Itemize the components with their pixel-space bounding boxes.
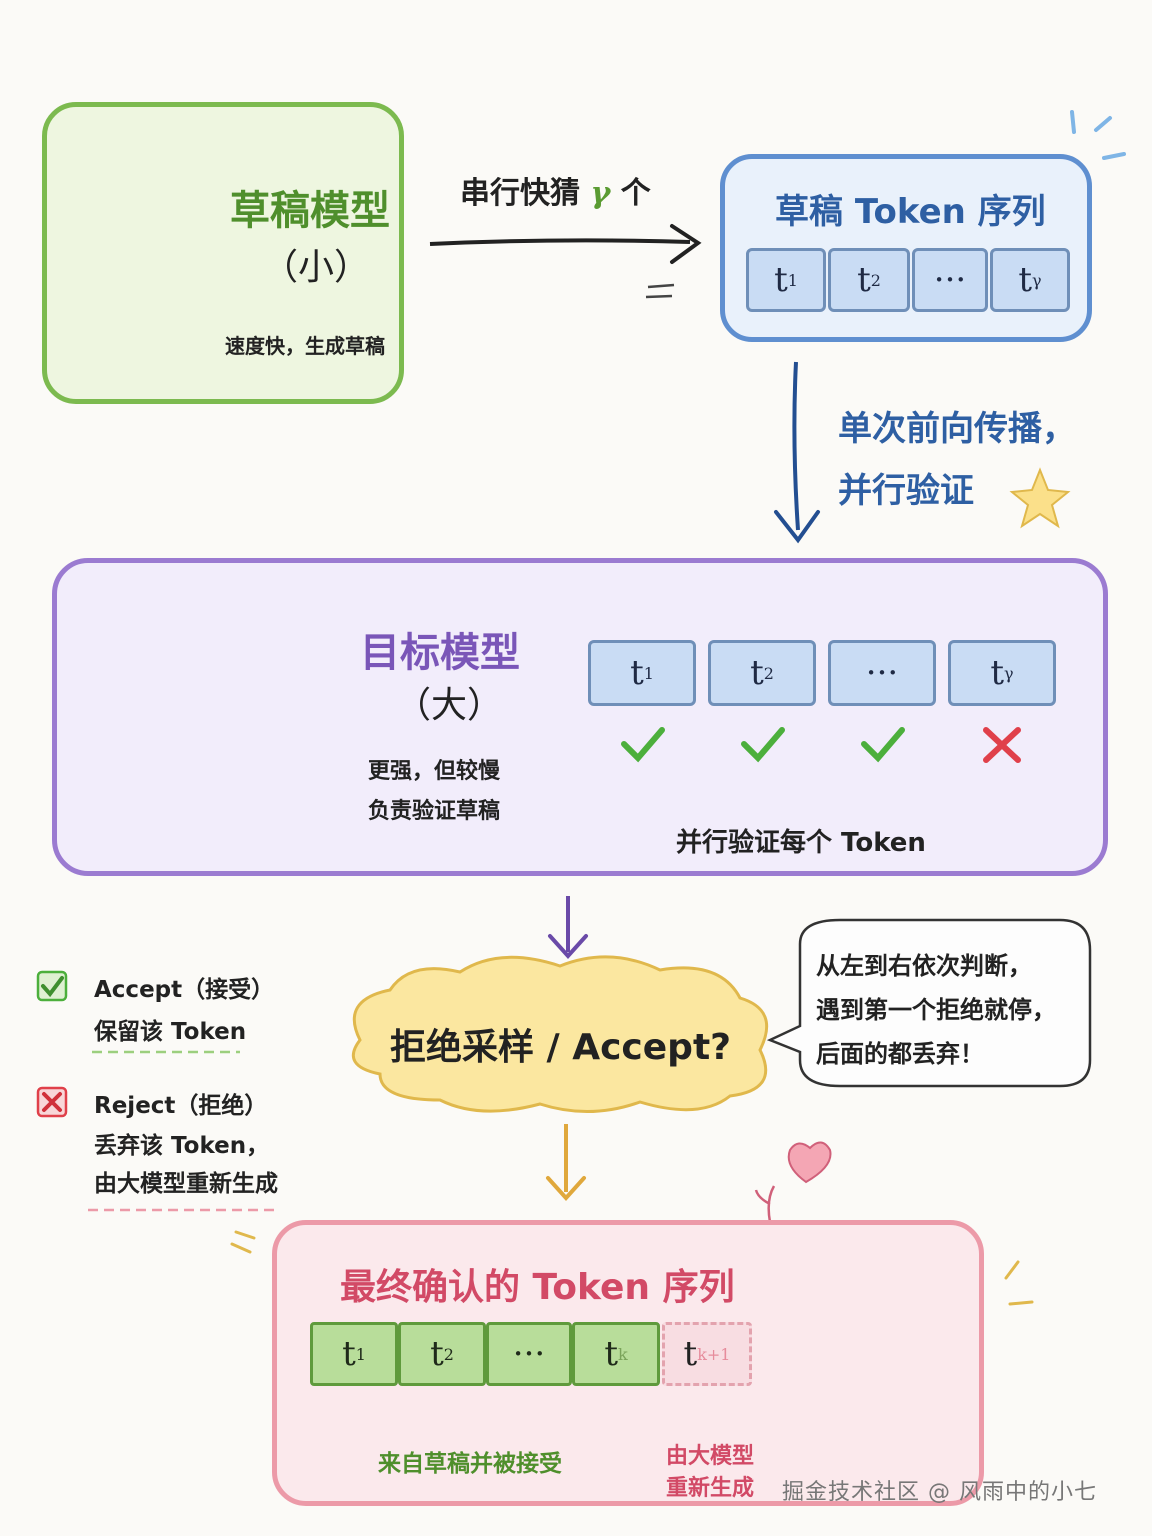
legend-accept-title: Accept（接受） [94, 977, 275, 1003]
draft-model-title: 草稿模型 [230, 188, 390, 234]
accepted-caption: 来自草稿并被接受 [378, 1451, 562, 1477]
serial-guess-suffix: 个 [620, 176, 651, 211]
legend-reject-desc1: 丢弃该 Token， [94, 1133, 270, 1159]
verify-arrow [774, 361, 820, 544]
reject-cross-icon [983, 727, 1021, 763]
accept-legend-icon [36, 970, 68, 1002]
draft-sequence-title: 草稿 Token 序列 [775, 192, 1046, 232]
regen-caption-line2: 重新生成 [666, 1476, 755, 1501]
serial-guess-label: 串行快猜 γ 个 [460, 168, 651, 212]
target-model-title: 目标模型 [360, 630, 520, 676]
bubble-line1: 从左到右依次判断， [816, 952, 1032, 980]
target-desc-line1: 更强，但较慢 [368, 759, 501, 784]
target-token: ··· [828, 640, 936, 706]
final-token: ··· [486, 1322, 572, 1386]
speech-bubble [766, 918, 1092, 1088]
target-model-desc: 更强，但较慢 负责验证草稿 [368, 752, 500, 832]
serial-guess-prefix: 串行快猜 [460, 176, 580, 211]
serial-arrow [429, 224, 702, 299]
watermark: 掘金技术社区 @ 风雨中的小七 [782, 1480, 1097, 1505]
legend-reject-title: Reject（拒绝） [94, 1093, 268, 1119]
draft-model-panel [42, 102, 404, 404]
legend-accept-desc: 保留该 Token [94, 1019, 247, 1045]
reject-legend-icon [36, 1086, 68, 1118]
target-verify-caption: 并行验证每个 Token [676, 828, 926, 858]
verify-step-label: 单次前向传播， 并行验证 [838, 398, 1076, 522]
rejection-sampling-cloud [351, 955, 769, 1114]
purple-down-arrow [548, 896, 588, 959]
sparkle-lines-icon [1070, 110, 1126, 160]
accept-check-icon [861, 727, 905, 763]
bubble-line3: 后面的都丢弃！ [816, 1040, 984, 1068]
draft-model-size: （小） [262, 247, 371, 288]
target-desc-line2: 负责验证草稿 [368, 799, 501, 824]
draft-model-desc: 速度快，生成草稿 [225, 334, 385, 358]
draft-token: ··· [912, 248, 988, 312]
regen-caption-line1: 由大模型 [666, 1444, 755, 1469]
verify-step-line2: 并行验证 [838, 471, 974, 511]
star-icon [1009, 467, 1071, 529]
verify-step-line1: 单次前向传播， [838, 409, 1076, 449]
rejection-sampling-label: 拒绝采样 / Accept? [390, 1027, 732, 1068]
target-model-panel [52, 558, 1108, 876]
accept-check-icon [621, 727, 665, 763]
target-model-size: （大） [395, 685, 504, 726]
final-sequence-title: 最终确认的 Token 序列 [340, 1267, 735, 1308]
gamma-symbol: γ [590, 176, 611, 211]
bubble-line2: 遇到第一个拒绝就停， [816, 996, 1056, 1024]
yellow-down-arrow [546, 1124, 586, 1201]
legend-reject-desc2: 由大模型重新生成 [94, 1171, 278, 1197]
accept-check-icon [741, 727, 785, 763]
heart-icon [754, 1141, 832, 1223]
